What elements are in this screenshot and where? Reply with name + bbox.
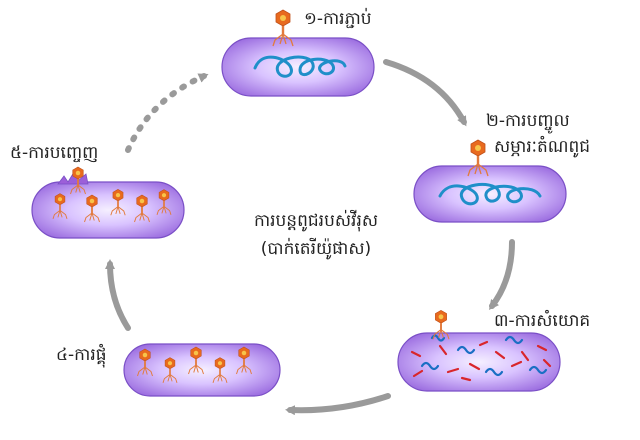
stage-4-label: ៤-ការផ្គុំ [56, 345, 107, 365]
cell-stage-3 [397, 309, 561, 392]
cell-stage-4 [123, 343, 281, 397]
arrow-2-to-3 [488, 239, 515, 310]
cell-stage-1 [221, 9, 375, 97]
dna-strand [253, 55, 347, 78]
stage-1-label: ១-ការភ្ជាប់ [304, 9, 372, 29]
center-title: ការបន្តពូជរបស់វីរុស [253, 211, 379, 231]
cell-stage-5 [31, 166, 185, 239]
cell-stage-2 [413, 139, 567, 223]
center-subtitle: (បាក់តេរីយ៉ូផាស) [260, 239, 372, 259]
stage-2-label-line2: សម្ភារៈតំណពូជ [494, 137, 591, 157]
stage-5-label: ៥-ការបញ្ចេញ [10, 143, 99, 163]
dna-strand [438, 182, 542, 206]
arrow-4-to-5 [105, 259, 131, 331]
stage-2-label-line1: ២-ការបញ្ចូល [486, 111, 570, 131]
arrow-1-to-2 [383, 59, 467, 127]
arrow-5-to-1-dotted [125, 73, 209, 153]
synthesized-fragments [410, 334, 552, 382]
stage-3-label: ៣-ការសំយោគ [494, 311, 591, 331]
arrow-3-to-4 [285, 393, 391, 416]
